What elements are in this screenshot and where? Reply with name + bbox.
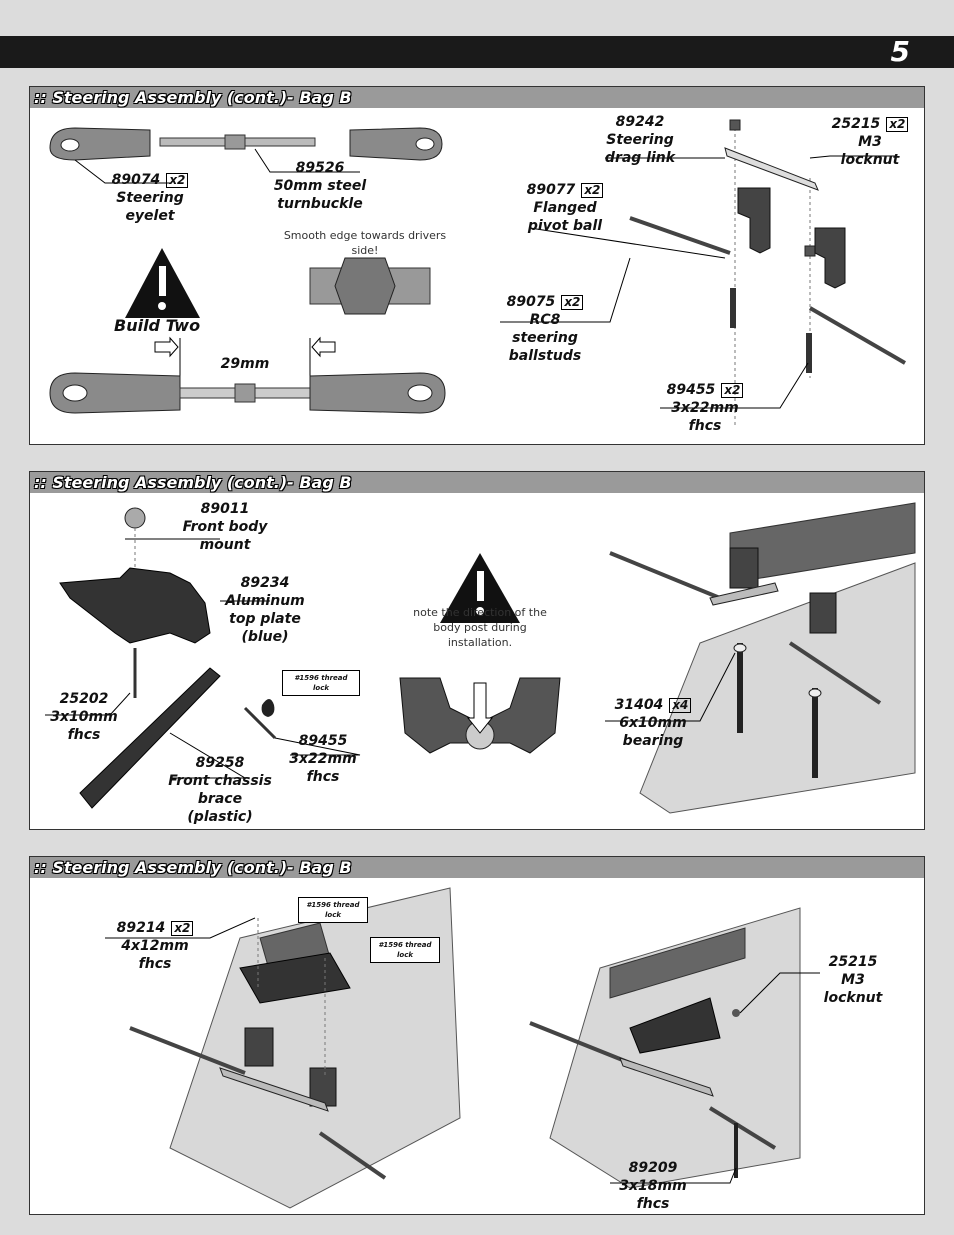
part-label-25202: 25202 3x10mm fhcs [50,691,118,743]
thread-lock-label: #1596 thread lock [298,897,368,923]
thread-lock-label-2: #1596 thread lock [370,937,440,963]
part-label-89455: 89455 3x22mm fhcs [289,733,357,785]
panel-title: :: Steering Assembly (cont.)- Bag B [30,87,924,108]
panel-title: :: Steering Assembly (cont.)- Bag B [30,857,924,878]
part-label-89526: 89526 50mm steel turnbuckle [273,160,367,212]
part-label-89258: 89258 Front chassis brace (plastic) [168,755,272,825]
step-panel-3: :: Steering Assembly (cont.)- Bag B 8921… [29,856,925,1215]
step-panel-1: :: Steering Assembly (cont.)- Bag B [29,86,925,445]
part-label-89011: 89011 Front body mount [182,501,268,553]
page-header-bar: 5 [0,36,954,68]
part-label-89234: 89234 Aluminum top plate (blue) [225,575,305,645]
smooth-edge-note: Smooth edge towards drivers side! [283,229,447,257]
body-post-note: note the direction of the body post duri… [413,606,547,649]
chassis-assembly-illustration [105,887,820,1209]
part-label-25215: 25215 M3 locknut [823,954,883,1006]
thread-lock-label: #1596 thread lock [282,670,360,696]
page-number: 5 [890,35,910,68]
turnbuckle-illustration [49,119,907,428]
build-two-label: Build Two [114,316,201,335]
dimension-29mm: 29mm [220,356,270,372]
part-label-89209: 89209 3x18mm fhcs [619,1160,687,1212]
step-panel-2: :: Steering Assembly (cont.)- Bag B [29,471,925,830]
part-label-89242: 89242 Steering drag link [604,114,676,166]
panel-title: :: Steering Assembly (cont.)- Bag B [30,472,924,493]
body-mount-illustration [45,502,916,814]
